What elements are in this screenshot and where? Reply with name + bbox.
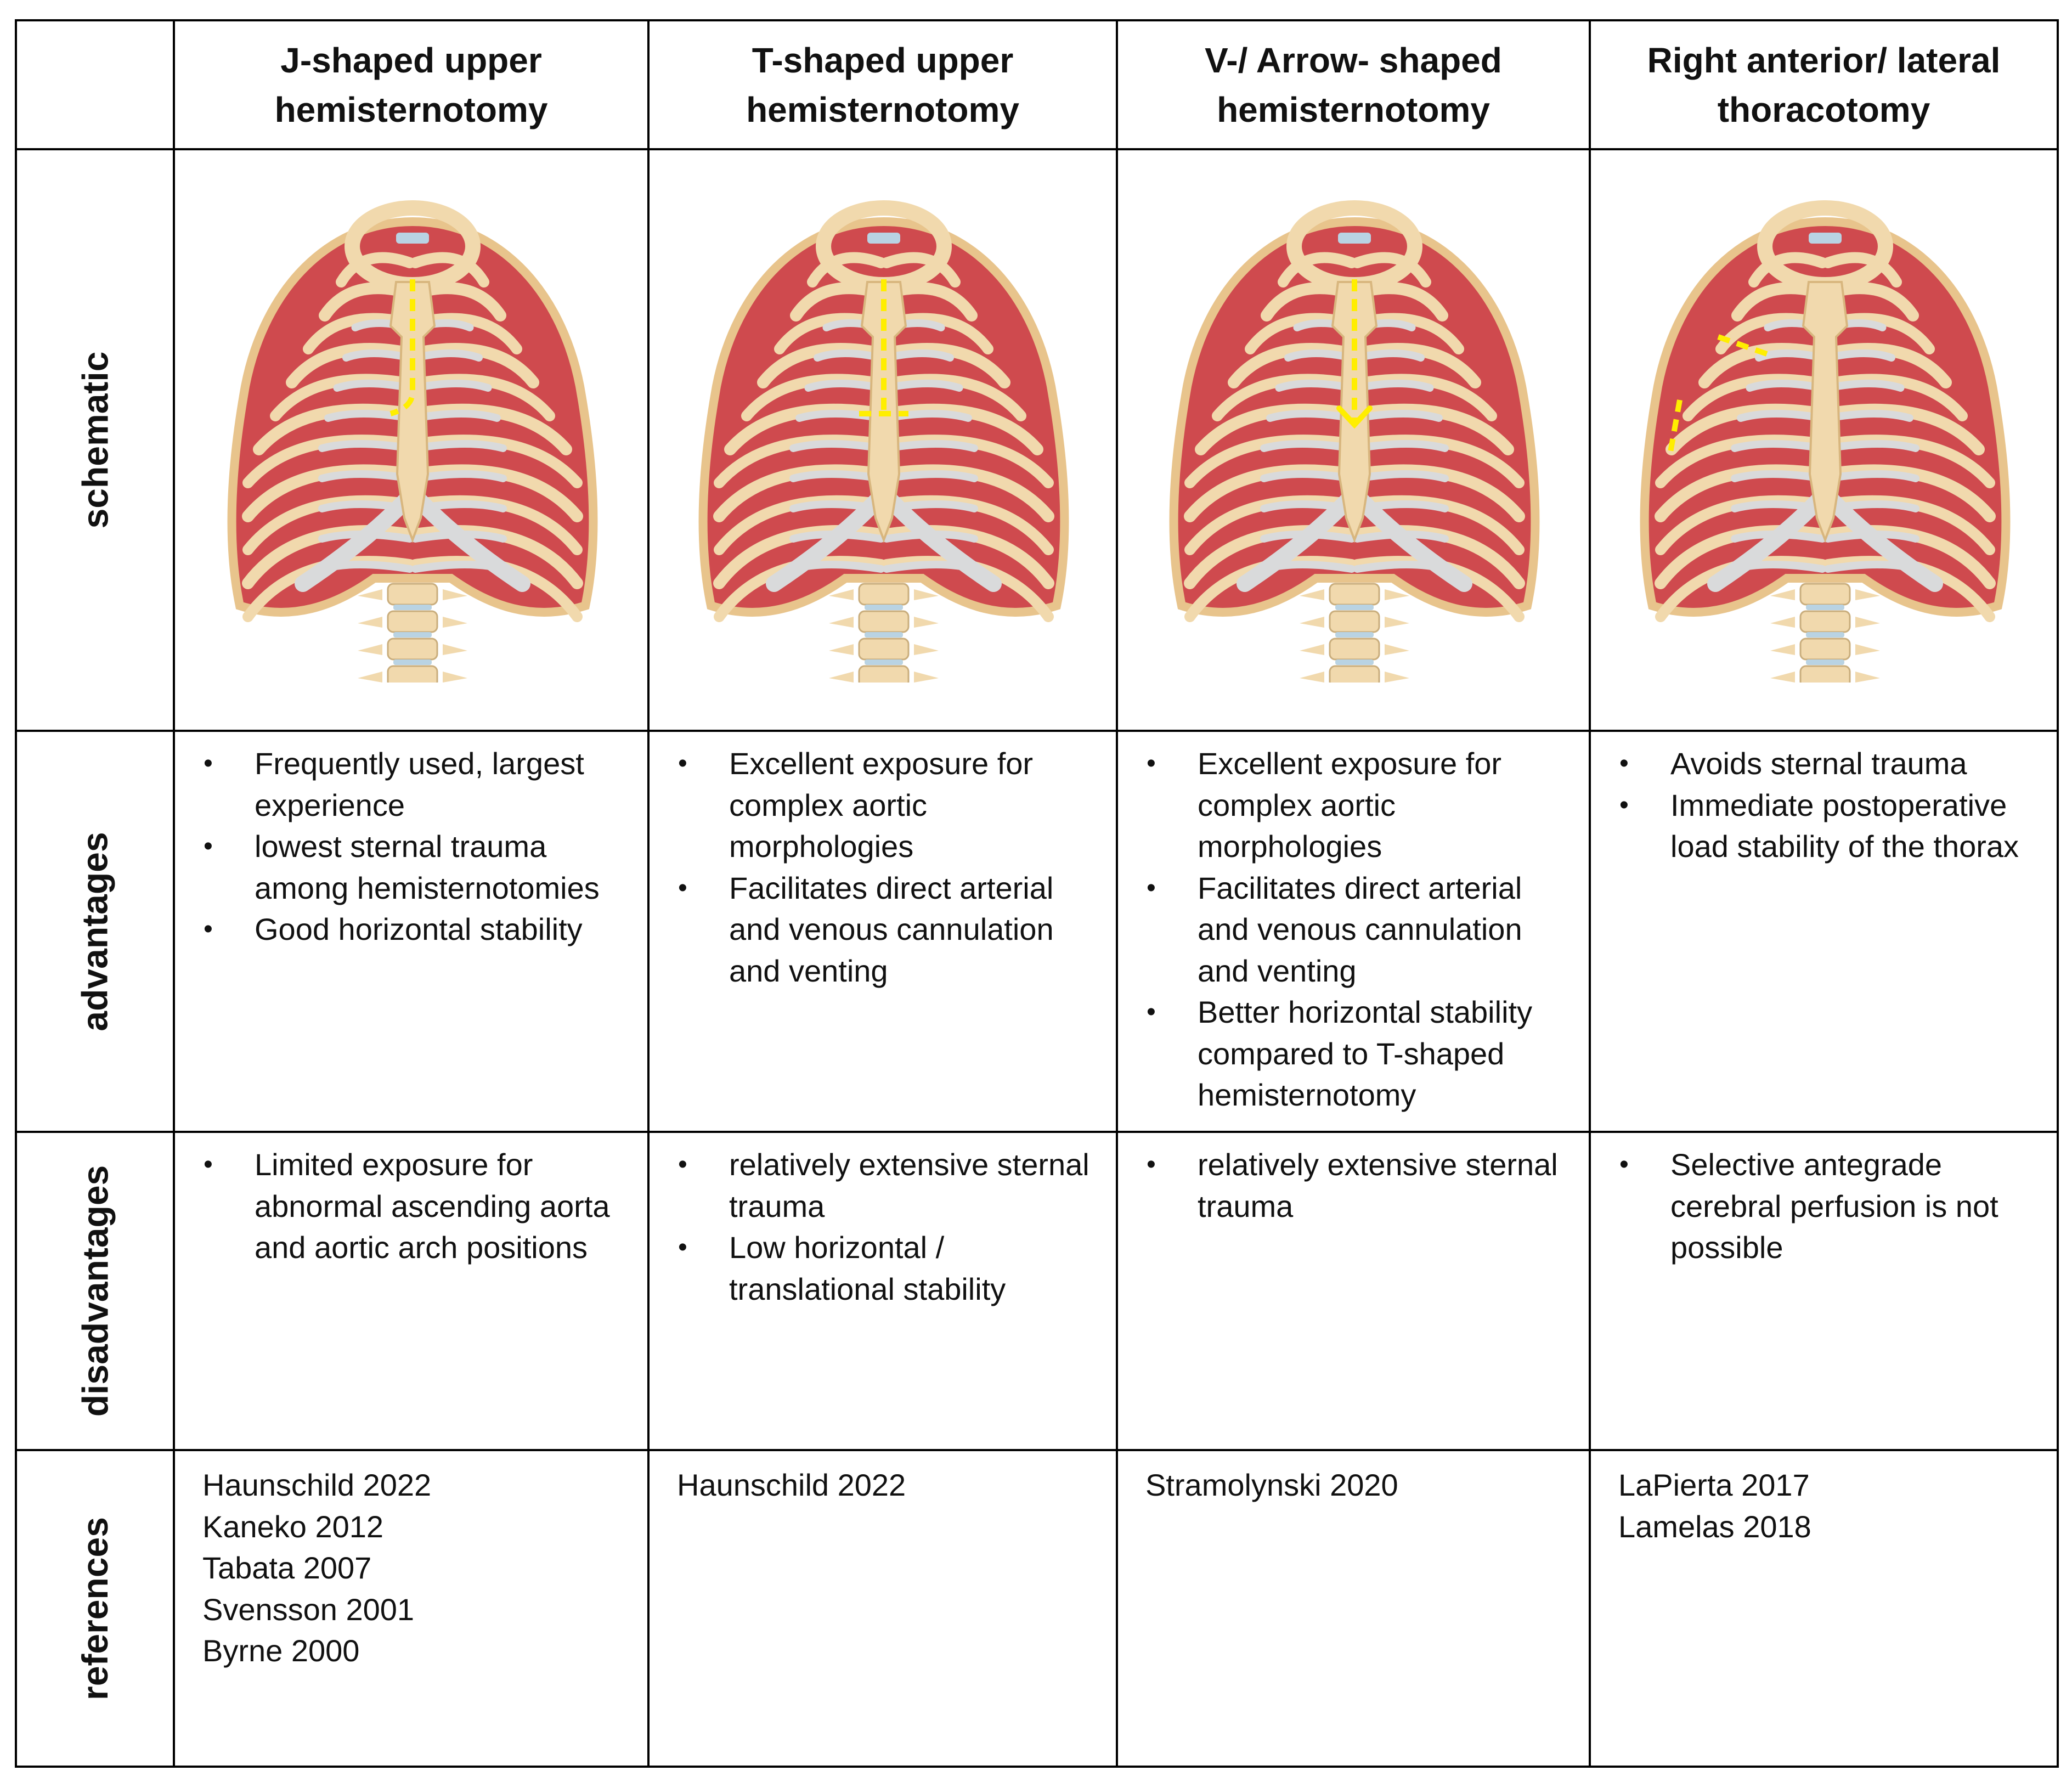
advantages-cell: Frequently used, largest experiencelowes…: [173, 730, 650, 1133]
corner-cell: [15, 19, 175, 150]
advantage-item: Better horizontal stability compared to …: [1118, 991, 1574, 1116]
disadvantage-item: Selective antegrade cerebral perfusion i…: [1591, 1144, 2042, 1268]
column-title: V-/ Arrow- shaped hemisternotomy: [1205, 40, 1502, 129]
comparison-table: J-shaped upper hemisternotomy T-shaped up…: [15, 19, 2059, 1768]
advantage-item: Facilitates direct arterial and venous c…: [1118, 867, 1574, 992]
column-title: J-shaped upper hemisternotomy: [274, 40, 548, 129]
schematic-cell: [647, 148, 1118, 732]
references-cell: Stramolynski 2020: [1116, 1449, 1591, 1768]
advantage-item: Excellent exposure for complex aortic mo…: [1118, 743, 1574, 867]
row-label-text: advantages: [75, 831, 116, 1031]
advantages-list: Frequently used, largest experiencelowes…: [175, 743, 633, 950]
ribcage-schematic: [1640, 200, 2011, 692]
column-header: V-/ Arrow- shaped hemisternotomy: [1116, 19, 1591, 150]
advantages-list: Excellent exposure for complex aortic mo…: [650, 743, 1102, 991]
disadvantages-list: Selective antegrade cerebral perfusion i…: [1591, 1144, 2042, 1268]
schematic-cell: [1116, 148, 1591, 732]
row-label-advantages: advantages: [15, 730, 175, 1133]
advantage-item: Excellent exposure for complex aortic mo…: [650, 743, 1102, 867]
reference-item: Tabata 2007: [202, 1550, 372, 1585]
advantages-list: Avoids sternal traumaImmediate postopera…: [1591, 743, 2042, 867]
column-header: T-shaped upper hemisternotomy: [647, 19, 1118, 150]
schematic-cell: [173, 148, 650, 732]
reference-item: Haunschild 2022: [677, 1468, 906, 1502]
advantage-item: lowest sternal trauma among hemisternoto…: [175, 826, 633, 909]
advantage-item: Frequently used, largest experience: [175, 743, 633, 826]
disadvantage-item: relatively extensive sternal trauma: [1118, 1144, 1574, 1227]
references-cell: Haunschild 2022: [647, 1449, 1118, 1768]
ribcage-illustration: [193, 189, 632, 692]
advantage-item: Immediate postoperative load stability o…: [1591, 785, 2042, 867]
row-label-schematic: schematic: [15, 148, 175, 732]
row-label-disadvantages: disadvantages: [15, 1131, 175, 1451]
advantage-item: Avoids sternal trauma: [1591, 743, 2042, 785]
advantage-item: Facilitates direct arterial and venous c…: [650, 867, 1102, 992]
column-title: T-shaped upper hemisternotomy: [746, 40, 1019, 129]
reference-item: Haunschild 2022: [202, 1468, 432, 1502]
disadvantage-item: Low horizontal / translational stability: [650, 1227, 1102, 1310]
disadvantages-cell: relatively extensive sternal traumaLow h…: [647, 1131, 1118, 1451]
ribcage-schematic: [1169, 200, 1540, 692]
ribcage-schematic: [698, 200, 1069, 692]
reference-item: Kaneko 2012: [202, 1509, 384, 1544]
advantages-cell: Excellent exposure for complex aortic mo…: [647, 730, 1118, 1133]
disadvantage-item: relatively extensive sternal trauma: [650, 1144, 1102, 1227]
disadvantages-list: relatively extensive sternal traumaLow h…: [650, 1144, 1102, 1310]
disadvantages-list: relatively extensive sternal trauma: [1118, 1144, 1574, 1227]
disadvantages-cell: Selective antegrade cerebral perfusion i…: [1589, 1131, 2059, 1451]
reference-item: LaPierta 2017: [1618, 1468, 1810, 1502]
row-label-text: references: [75, 1516, 115, 1700]
advantages-list: Excellent exposure for complex aortic mo…: [1118, 743, 1574, 1116]
reference-item: Lamelas 2018: [1618, 1509, 1811, 1544]
disadvantages-list: Limited exposure for abnormal ascending …: [175, 1144, 633, 1268]
disadvantages-cell: relatively extensive sternal trauma: [1116, 1131, 1591, 1451]
reference-item: Byrne 2000: [202, 1633, 360, 1668]
schematic-cell: [1589, 148, 2059, 732]
column-header: J-shaped upper hemisternotomy: [173, 19, 650, 150]
advantages-cell: Avoids sternal traumaImmediate postopera…: [1589, 730, 2059, 1133]
disadvantages-cell: Limited exposure for abnormal ascending …: [173, 1131, 650, 1451]
ribcage-illustration: [664, 189, 1103, 692]
reference-item: Stramolynski 2020: [1145, 1468, 1398, 1502]
ribcage-illustration: [1606, 189, 2045, 692]
disadvantage-item: Limited exposure for abnormal ascending …: [175, 1144, 633, 1268]
column-header: Right anterior/ lateral thoracotomy: [1589, 19, 2059, 150]
row-label-text: disadvantages: [75, 1165, 115, 1417]
ribcage-schematic: [227, 200, 598, 692]
advantages-cell: Excellent exposure for complex aortic mo…: [1116, 730, 1591, 1133]
reference-item: Svensson 2001: [202, 1592, 415, 1627]
row-label-text: schematic: [75, 351, 116, 529]
ribcage-illustration: [1135, 189, 1574, 692]
row-label-references: references: [15, 1449, 175, 1768]
column-title: Right anterior/ lateral thoracotomy: [1647, 40, 2001, 129]
advantage-item: Good horizontal stability: [175, 909, 633, 950]
